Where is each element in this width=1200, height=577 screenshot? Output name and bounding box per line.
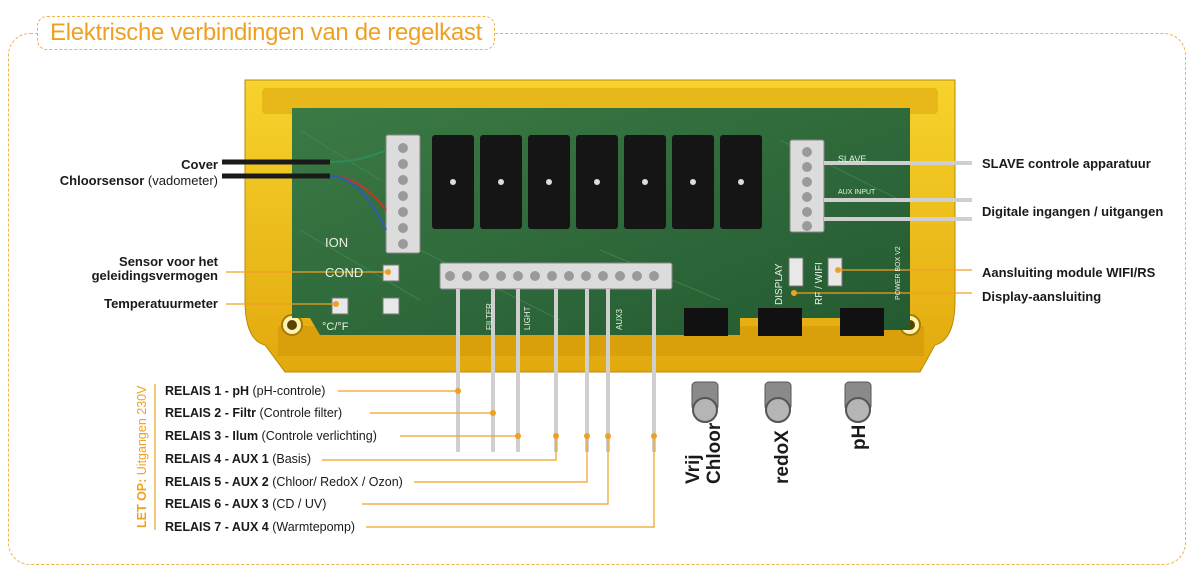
dashed-frame <box>8 33 1186 565</box>
board-powerbox: POWER BOX V2 <box>895 246 902 300</box>
label-slave: SLAVE controle apparatuur <box>982 156 1151 171</box>
sensor-cables <box>222 149 387 231</box>
label-display: Display-aansluiting <box>982 289 1102 304</box>
relay-1-label: RELAIS 1 - pH (pH-controle) <box>165 384 326 398</box>
page-title: Elektrische verbindingen van de regelkas… <box>50 19 482 46</box>
leader-dots <box>333 267 841 439</box>
right-cables <box>824 161 972 221</box>
relay-blocks <box>432 135 762 229</box>
bnc-label-vrij: Vrij <box>683 454 704 484</box>
relay-5-label: RELAIS 5 - AUX 2 (Chloor/ RedoX / Ozon) <box>165 475 403 489</box>
board-slave: SLAVE <box>838 154 866 164</box>
relay-cables <box>456 289 656 452</box>
voltage-warning: LET OP: Uitgangen 230V <box>135 385 149 528</box>
board-light: LIGHT <box>523 306 532 330</box>
board-ion: ION <box>325 235 348 250</box>
relay-7-label: RELAIS 7 - AUX 4 (Warmtepomp) <box>165 520 356 534</box>
label-wifi: Aansluiting module WIFI/RS <box>982 265 1156 280</box>
label-cover: Cover <box>181 157 218 172</box>
board-cond: COND <box>325 265 363 280</box>
left-terminal-block <box>385 134 421 254</box>
label-temperatuurmeter: Temperatuurmeter <box>104 296 218 311</box>
board-aux-input: AUX INPUT <box>838 189 876 196</box>
board-rf-wifi: RF / WIFI <box>814 262 825 305</box>
board-temp: °C/°F <box>322 321 349 333</box>
bnc-label-chloor: Chloor <box>704 422 725 484</box>
small-connectors <box>331 257 843 315</box>
label-digital-io: Digitale ingangen / uitgangen <box>982 204 1164 219</box>
right-terminal-block <box>789 139 825 233</box>
bnc-sockets <box>684 308 884 336</box>
relay-4-label: RELAIS 4 - AUX 1 (Basis) <box>165 452 312 466</box>
label-sensor-line1: Sensor voor het <box>119 254 218 269</box>
bottom-terminal-block <box>439 262 673 290</box>
board-filter: FILTER <box>485 303 494 330</box>
leader-lines <box>154 269 972 530</box>
board-aux3: AUX3 <box>615 309 624 330</box>
label-chloorsensor: Chloorsensor (vadometer) <box>59 173 218 188</box>
title-box: Elektrische verbindingen van de regelkas… <box>37 16 495 50</box>
bnc-label-redox: redoX <box>772 430 793 484</box>
label-sensor-line2: geleidingsvermogen <box>91 268 218 283</box>
board-display: DISPLAY <box>774 263 785 305</box>
bnc-connectors <box>691 381 872 423</box>
bnc-label-ph: pH <box>849 424 870 450</box>
relay-2-label: RELAIS 2 - Filtr (Controle filter) <box>165 406 343 420</box>
relay-6-label: RELAIS 6 - AUX 3 (CD / UV) <box>165 497 327 511</box>
board-silkscreen: ION COND °C/°F SLAVE AUX INPUT DISPLAY R… <box>322 154 902 333</box>
relay-3-label: RELAIS 3 - Ilum (Controle verlichting) <box>165 429 377 443</box>
